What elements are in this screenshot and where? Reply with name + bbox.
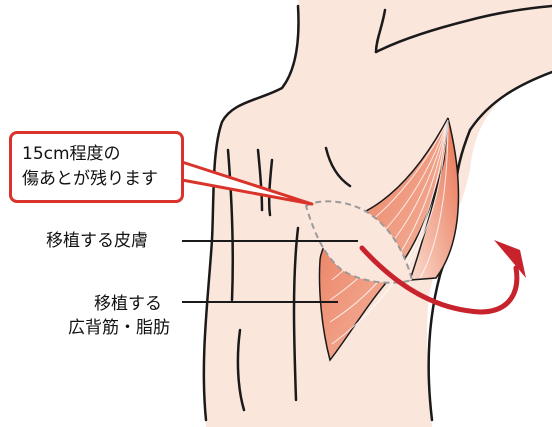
curved-arrow-icon bbox=[359, 240, 526, 315]
skin-label: 移植する皮膚 bbox=[46, 231, 148, 251]
callout-line-1: 15cm程度の bbox=[22, 144, 121, 164]
callout-line-2: 傷あとが残ります bbox=[22, 169, 158, 189]
incision-callout: 15cm程度の 傷あとが残ります bbox=[9, 131, 184, 203]
muscle-label-line-1: 移植する bbox=[94, 294, 162, 314]
body-outline bbox=[202, 4, 552, 422]
skin-island-outline bbox=[304, 200, 414, 284]
muscle-label-line-2: 広背筋・脂肪 bbox=[68, 318, 170, 338]
